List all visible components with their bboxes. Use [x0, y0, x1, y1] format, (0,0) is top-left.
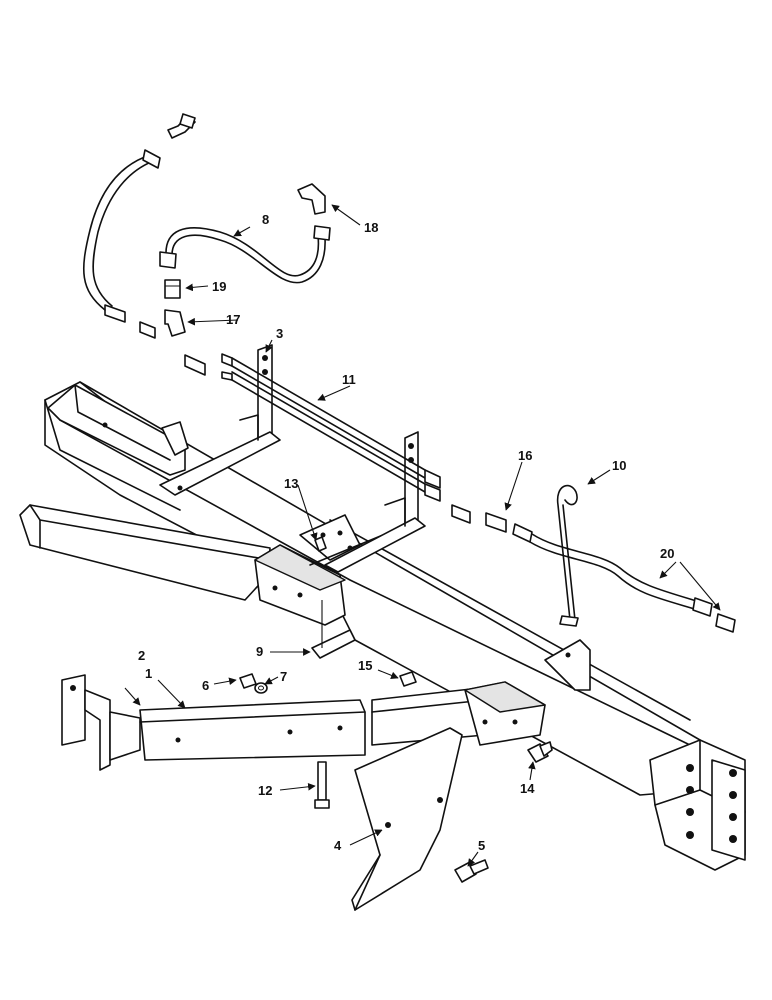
- callout-12: 12: [258, 783, 272, 798]
- callout-7: 7: [280, 669, 287, 684]
- callout-5: 5: [478, 838, 485, 853]
- nut-13: [314, 536, 327, 552]
- hose-8: [159, 225, 331, 284]
- callout-labels: 1 2 3 4 5 6 7 8 9 10 11 12 13 14 15 16 1…: [124, 204, 721, 867]
- bolt-5: [454, 859, 489, 883]
- callout-6: 6: [202, 678, 209, 693]
- callout-17: 17: [226, 312, 240, 327]
- toolbar-bar-1: [139, 699, 366, 761]
- bolt-12: [314, 761, 330, 809]
- plate-9: [311, 600, 356, 659]
- callout-1: 1: [145, 666, 152, 681]
- couplers-right: [451, 504, 533, 543]
- adapter-19: [164, 279, 181, 299]
- callout-14: 14: [520, 781, 535, 796]
- callout-8: 8: [262, 212, 269, 227]
- callout-20: 20: [660, 546, 674, 561]
- bolt-14: [527, 741, 553, 763]
- callout-15: 15: [358, 658, 372, 673]
- callout-3: 3: [276, 326, 283, 341]
- callout-2: 2: [138, 648, 145, 663]
- shovel-blade-4: [351, 727, 463, 911]
- toolbar-left-bracket: [61, 674, 141, 771]
- elbow-fitting-18: [297, 183, 326, 215]
- hose-support-bracket-left: [159, 344, 281, 496]
- nut-15: [399, 671, 417, 687]
- beam-gusset: [544, 639, 591, 691]
- hose-20: [529, 533, 736, 633]
- callout-11: 11: [342, 372, 356, 387]
- elbow-17: [164, 309, 186, 337]
- toolbar-clamp-plate: [464, 681, 546, 746]
- nut-6: [239, 673, 257, 689]
- washer-7: [254, 682, 268, 694]
- hose-long-left: [82, 149, 161, 311]
- main-frame-beam: [44, 381, 701, 796]
- callout-9: 9: [256, 644, 263, 659]
- callout-4: 4: [334, 838, 342, 853]
- callout-18: 18: [364, 220, 378, 235]
- tube-10: [556, 484, 579, 627]
- callout-10: 10: [612, 458, 626, 473]
- upper-left-channel: [47, 384, 189, 476]
- callout-13: 13: [284, 476, 298, 491]
- callout-19: 19: [212, 279, 226, 294]
- hydraulic-tubes: [221, 353, 441, 502]
- right-end-bracket: [649, 739, 746, 871]
- elbow-fitting-top: [167, 113, 196, 139]
- couplers-left: [104, 304, 206, 376]
- callout-16: 16: [518, 448, 532, 463]
- hose-support-bracket-right: [324, 431, 426, 573]
